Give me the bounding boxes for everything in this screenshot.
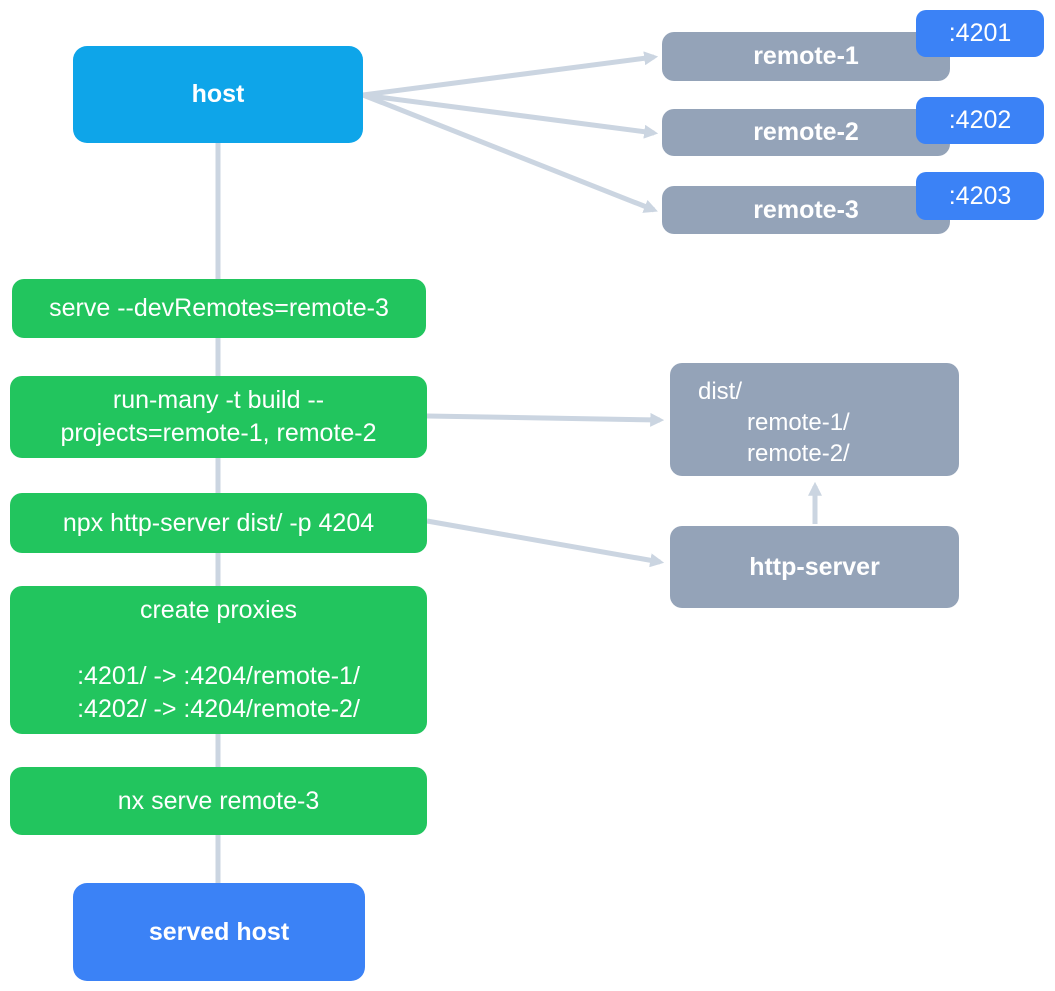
http-server-node: http-server bbox=[670, 526, 959, 608]
dist-folder-title: dist/ bbox=[698, 378, 743, 405]
arrow-host-to-remote-1 bbox=[362, 51, 659, 98]
port-badge-4201: :4201 bbox=[916, 10, 1044, 57]
port-badge-4201-label: :4201 bbox=[948, 19, 1012, 47]
remote-3-label: remote-3 bbox=[753, 195, 859, 224]
dist-folder-item-remote-2: remote-2/ bbox=[747, 440, 850, 467]
arrow-run-many-to-dist bbox=[426, 412, 665, 427]
remote-1-label: remote-1 bbox=[753, 42, 859, 70]
step-npx-http-server: npx http-server dist/ -p 4204 bbox=[10, 493, 427, 553]
port-badge-4203-label: :4203 bbox=[948, 181, 1012, 210]
step-serve-dev-remotes-label: serve --devRemotes=remote-3 bbox=[49, 294, 389, 322]
port-badge-4202: :4202 bbox=[916, 97, 1044, 144]
step-run-many-build: run-many -t build -- projects=remote-1, … bbox=[10, 376, 427, 458]
served-host-node: served host bbox=[73, 883, 365, 981]
remote-2-node: remote-2 bbox=[662, 109, 950, 156]
served-host-label: served host bbox=[148, 917, 290, 946]
host-node: host bbox=[73, 46, 363, 143]
step-nx-serve-remote-3: nx serve remote-3 bbox=[10, 767, 427, 835]
host-label: host bbox=[191, 80, 245, 108]
dist-folder-item-remote-1: remote-1/ bbox=[747, 409, 850, 436]
step-run-many-build-label: run-many -t build -- projects=remote-1, … bbox=[60, 386, 377, 447]
arrow-host-to-remote-3 bbox=[362, 92, 658, 213]
step-create-proxies-label: create proxies :4201/ -> :4204/remote-1/… bbox=[77, 596, 360, 723]
step-create-proxies: create proxies :4201/ -> :4204/remote-1/… bbox=[10, 586, 427, 734]
arrow-host-to-remote-2 bbox=[362, 92, 659, 139]
remote-3-node: remote-3 bbox=[662, 186, 950, 234]
step-serve-dev-remotes: serve --devRemotes=remote-3 bbox=[12, 279, 426, 338]
step-npx-http-server-label: npx http-server dist/ -p 4204 bbox=[62, 508, 375, 537]
port-badge-4203: :4203 bbox=[916, 172, 1044, 220]
step-nx-serve-remote-3-label: nx serve remote-3 bbox=[117, 786, 320, 815]
remote-1-node: remote-1 bbox=[662, 32, 950, 81]
dist-folder-node: dist/ remote-1/ remote-2/ bbox=[670, 363, 959, 476]
remote-2-label: remote-2 bbox=[753, 118, 859, 146]
http-server-label: http-server bbox=[749, 552, 880, 581]
port-badge-4202-label: :4202 bbox=[948, 106, 1012, 134]
arrow-npx-http-server-to-http-server bbox=[426, 518, 665, 568]
